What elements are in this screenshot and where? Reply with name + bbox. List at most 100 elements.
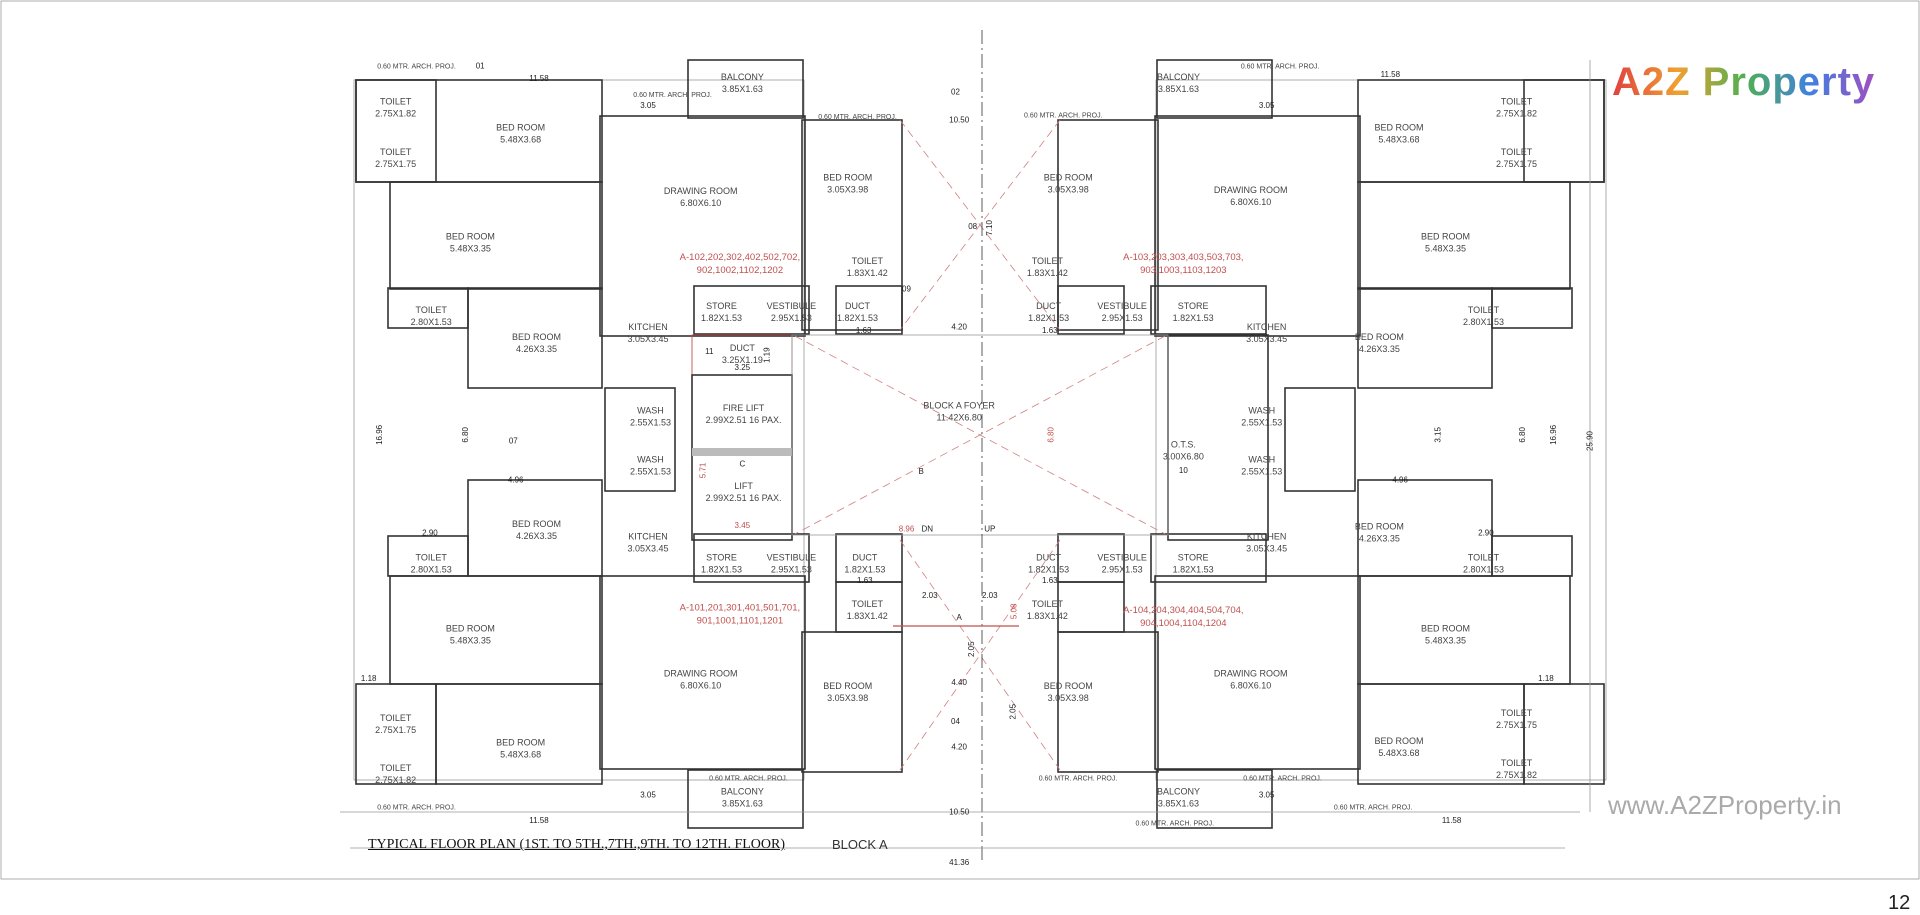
room-name: BED ROOM bbox=[823, 681, 872, 691]
red-dimension-label: 5.71 bbox=[699, 462, 708, 478]
room-size: 2.75X1.82 bbox=[1496, 109, 1537, 119]
room-name: BLOCK A FOYER bbox=[923, 400, 995, 410]
room-name: BED ROOM bbox=[1355, 522, 1404, 532]
room-size: 2.75X1.82 bbox=[375, 775, 416, 785]
dimension-label: 1.63 bbox=[1042, 576, 1058, 585]
room-name: TOILET bbox=[1501, 758, 1533, 768]
red-dimension-label: 6.80 bbox=[1047, 427, 1056, 443]
room-name: TOILET bbox=[380, 713, 412, 723]
room-name: BED ROOM bbox=[1374, 736, 1423, 746]
room-name: STORE bbox=[706, 552, 737, 562]
room-size: 2.80X1.53 bbox=[411, 317, 452, 327]
room-size: 2.80X1.53 bbox=[1463, 564, 1504, 574]
plan-marker: 08 bbox=[968, 222, 977, 231]
room-size: 5.48X3.35 bbox=[1425, 243, 1466, 253]
arch-projection-label: 0.60 MTR. ARCH. PROJ. bbox=[1024, 113, 1103, 120]
watermark-logo-text: A2Z Property bbox=[1612, 60, 1876, 104]
arch-projection-label: 0.60 MTR. ARCH. PROJ. bbox=[818, 114, 897, 121]
room-name: VESTIBULE bbox=[767, 301, 817, 311]
room-size: 3.05X3.98 bbox=[1048, 185, 1089, 195]
room-size: 3.05X3.98 bbox=[827, 185, 868, 195]
room-name: DUCT bbox=[730, 343, 755, 353]
room-size: 5.48X3.35 bbox=[450, 243, 491, 253]
room-size: 3.85X1.63 bbox=[1158, 798, 1199, 808]
dimension-label: 1.18 bbox=[1538, 674, 1554, 683]
room-name: BALCONY bbox=[1157, 72, 1200, 82]
room-size: 2.95X1.53 bbox=[1102, 564, 1143, 574]
room-size: 3.05X3.98 bbox=[1048, 693, 1089, 703]
plan-marker: 04 bbox=[951, 717, 960, 726]
room-name: DUCT bbox=[852, 552, 877, 562]
room-size: 2.75X1.75 bbox=[375, 159, 416, 169]
dimension-label: 6.80 bbox=[1518, 427, 1527, 443]
red-dimension-label: 3.45 bbox=[735, 521, 751, 530]
room-size: 3.05X3.45 bbox=[628, 334, 669, 344]
room-size: 2.55X1.53 bbox=[1241, 417, 1282, 427]
room-size: 3.00X6.80 bbox=[1163, 452, 1204, 462]
unit-numbers-line1: A-104,204,304,404,504,704, bbox=[1123, 605, 1243, 616]
room-size: 1.82X1.53 bbox=[701, 313, 742, 323]
unit-numbers-line1: A-101,201,301,401,501,701, bbox=[680, 603, 800, 614]
room-name: BED ROOM bbox=[496, 122, 545, 132]
room-size: 2.80X1.53 bbox=[1463, 317, 1504, 327]
arch-projection-label: 0.60 MTR. ARCH. PROJ. bbox=[377, 64, 456, 71]
room-name: KITCHEN bbox=[628, 531, 668, 541]
room-name: TOILET bbox=[852, 599, 884, 609]
room-size: 1.83X1.42 bbox=[1027, 611, 1068, 621]
dimension-label: 6.80 bbox=[461, 427, 470, 443]
room-size: 3.85X1.63 bbox=[722, 84, 763, 94]
plan-marker: A bbox=[957, 613, 963, 622]
room-size: 1.82X1.53 bbox=[1028, 313, 1069, 323]
room-name: VESTIBULE bbox=[1097, 552, 1147, 562]
dimension-label: 4.96 bbox=[1392, 476, 1408, 485]
room-size: 4.26X3.35 bbox=[516, 344, 557, 354]
dimension-label: 3.05 bbox=[1259, 790, 1275, 799]
room-size: 2.95X1.53 bbox=[1102, 313, 1143, 323]
room-size: 2.75X1.82 bbox=[375, 109, 416, 119]
arch-projection-label: 0.60 MTR. ARCH. PROJ. bbox=[1135, 821, 1214, 828]
plan-marker: 10 bbox=[1179, 466, 1188, 475]
dimension-label: 3.05 bbox=[640, 101, 656, 110]
room-size: 2.75X1.75 bbox=[1496, 720, 1537, 730]
room-size: 11.42X6.80 bbox=[936, 412, 981, 422]
room-name: TOILET bbox=[1032, 256, 1064, 266]
dimension-label: 1.63 bbox=[856, 326, 872, 335]
room-name: TOILET bbox=[1501, 97, 1533, 107]
room-size: 1.82X1.53 bbox=[837, 313, 878, 323]
room-name: BED ROOM bbox=[446, 623, 495, 633]
dimension-label: 16.96 bbox=[1549, 424, 1558, 445]
arch-projection-label: 0.60 MTR. ARCH. PROJ. bbox=[377, 805, 456, 812]
room-name: BALCONY bbox=[1157, 786, 1200, 796]
dimension-label: 41.36 bbox=[949, 858, 970, 867]
room-name: DUCT bbox=[1036, 301, 1061, 311]
room-size: 6.80X6.10 bbox=[1230, 681, 1271, 691]
arch-projection-label: 0.60 MTR. ARCH. PROJ. bbox=[1241, 64, 1320, 71]
room-size: 5.48X3.68 bbox=[1378, 134, 1419, 144]
room-name: WASH bbox=[1248, 454, 1275, 464]
plan-caption: TYPICAL FLOOR PLAN (1ST. TO 5TH.,7TH.,9T… bbox=[368, 837, 786, 852]
room-size: 2.55X1.53 bbox=[630, 417, 671, 427]
plan-marker: 02 bbox=[951, 87, 960, 96]
room-size: 1.82X1.53 bbox=[1173, 313, 1214, 323]
room-name: TOILET bbox=[1032, 599, 1064, 609]
dimension-label: 1.63 bbox=[857, 576, 873, 585]
room-size: 3.25X1.19 bbox=[722, 355, 763, 365]
dimension-label: 1.18 bbox=[361, 674, 377, 683]
dimension-label: 4.20 bbox=[951, 743, 967, 752]
room-name: KITCHEN bbox=[628, 322, 668, 332]
plan-marker: DN bbox=[922, 525, 934, 534]
page-number: 12 bbox=[1888, 892, 1911, 914]
dimension-label: 4.40 bbox=[951, 678, 967, 687]
room-size: 6.80X6.10 bbox=[1230, 197, 1271, 207]
dimension-label: 2.03 bbox=[922, 591, 938, 600]
room-name: STORE bbox=[706, 301, 737, 311]
plan-marker: 11 bbox=[705, 347, 714, 356]
dimension-label: 11.58 bbox=[529, 74, 549, 83]
dimension-label: 11.58 bbox=[1381, 70, 1401, 79]
room-size: 5.48X3.68 bbox=[500, 749, 541, 759]
room-size: 2.99X2.51 16 PAX. bbox=[706, 415, 782, 425]
dimension-label: 3.25 bbox=[735, 363, 751, 372]
arch-projection-label: 0.60 MTR. ARCH. PROJ. bbox=[633, 92, 712, 99]
room-name: BED ROOM bbox=[1355, 332, 1404, 342]
